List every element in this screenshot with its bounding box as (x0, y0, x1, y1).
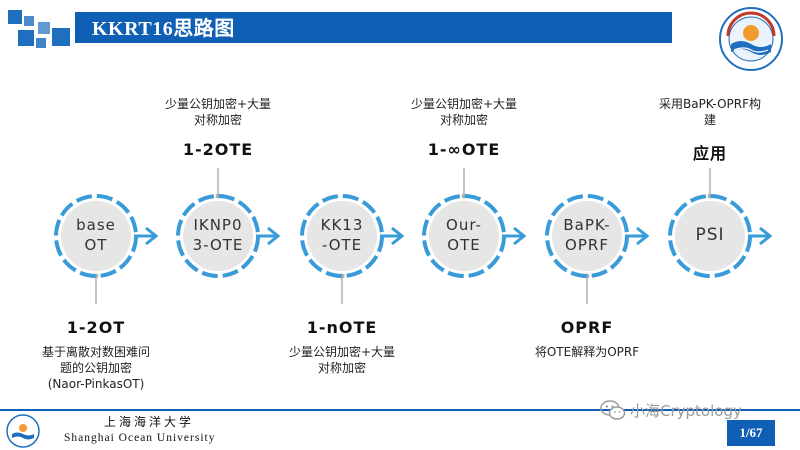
stage-line2: OT (84, 236, 108, 254)
stage-label: 1-2OTE (182, 140, 254, 159)
page-number: 1/67 (727, 420, 775, 446)
stage-label: 1-∞OTE (427, 140, 501, 159)
chevron-right-icon (513, 226, 527, 246)
stage-line1: KK13 (320, 216, 364, 234)
stage-line2: OTE (447, 236, 481, 254)
chevron-right-icon (391, 226, 405, 246)
university-name-cn: 上海海洋大学 (104, 415, 195, 429)
stage-circle-text: PSI (695, 225, 725, 245)
stage-circle-text: Our- OTE (434, 215, 494, 255)
stage-circle (307, 201, 377, 271)
description-line: 少量公钥加密+大量 (410, 97, 518, 111)
stage-description: 少量公钥加密+大量对称加密 (394, 96, 534, 128)
description-line: 采用BaPK-OPRF构 (658, 97, 762, 111)
title-bar (75, 12, 672, 43)
stage-circle (552, 201, 622, 271)
stage-line2: -OTE (321, 236, 363, 254)
stage-label: 应用 (692, 144, 727, 163)
stage-circle (183, 201, 253, 271)
stage-line1: IKNP0 (193, 216, 243, 234)
stage-description: 少量公钥加密+大量对称加密 (272, 344, 412, 376)
chevron-right-icon (145, 226, 159, 246)
stage-circle-text: BaPK- OPRF (557, 215, 617, 255)
stage-circle (429, 201, 499, 271)
stage-line2: OPRF (565, 236, 609, 254)
description-line: 题的公钥加密 (59, 361, 132, 375)
wechat-icon (600, 400, 626, 420)
stage-line1: base (76, 216, 116, 234)
chevron-right-icon (267, 226, 281, 246)
chevron-right-icon (759, 226, 773, 246)
description-line: 少量公钥加密+大量 (288, 345, 396, 359)
description-line: 将OTE解释为OPRF (534, 345, 640, 359)
university-name-en: Shanghai Ocean University (64, 432, 216, 444)
stage-description: 少量公钥加密+大量对称加密 (148, 96, 288, 128)
stage-description: 将OTE解释为OPRF (517, 344, 657, 360)
decorative-squares (8, 10, 80, 48)
stage-circle (675, 201, 745, 271)
stage-label: OPRF (560, 318, 614, 337)
description-line: 建 (703, 113, 716, 127)
stage-description: 基于离散对数困难问题的公钥加密 (Naor-PinkasOT) (26, 344, 166, 392)
page-title: KKRT16思路图 (92, 18, 235, 40)
stage-circle-text: KK13 -OTE (312, 215, 372, 255)
stage-line1: Our- (446, 216, 482, 234)
description-line: 对称加密 (193, 113, 242, 127)
watermark: 小海Cryptology (600, 398, 742, 422)
watermark-text: 小海Cryptology (630, 401, 742, 420)
stage-line1: BaPK- (563, 216, 611, 234)
stage-line2: 3-OTE (192, 236, 244, 254)
description-line: 基于离散对数困难问 (41, 345, 150, 359)
footer-line (0, 409, 800, 411)
footer-logo-icon (6, 414, 40, 448)
description-line: 对称加密 (317, 361, 366, 375)
stage-circle-text: IKNP0 3-OTE (188, 215, 248, 255)
stage-label: 1-nOTE (306, 318, 378, 337)
description-line: (Naor-PinkasOT) (47, 377, 145, 391)
stage-circle (61, 201, 131, 271)
stage-description: 采用BaPK-OPRF构建 (640, 96, 780, 128)
chevron-right-icon (636, 226, 650, 246)
university-logo-icon (719, 7, 783, 71)
description-line: 对称加密 (439, 113, 488, 127)
stage-label: 1-2OT (66, 318, 126, 337)
description-line: 少量公钥加密+大量 (164, 97, 272, 111)
